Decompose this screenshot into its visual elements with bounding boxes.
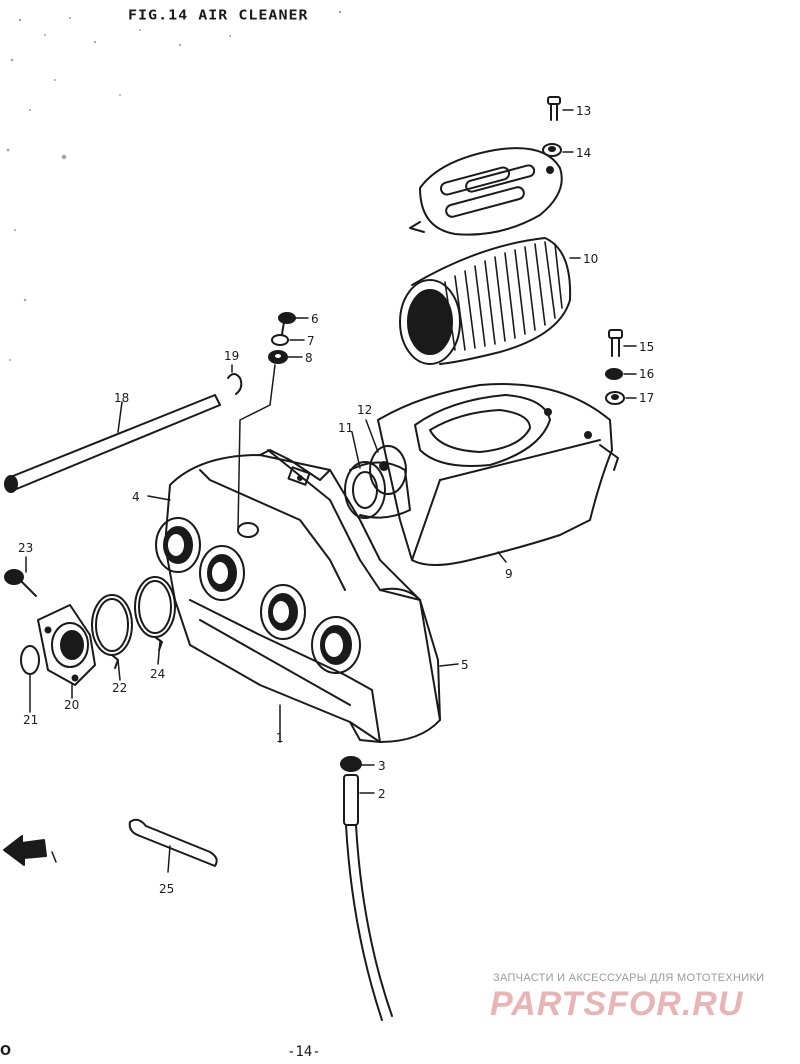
front-direction-arrow [3,835,57,866]
callout-10: 10 [583,252,598,266]
callout-7: 7 [307,334,315,348]
part-25-strap [128,818,218,873]
callout-23: 23 [18,541,33,555]
part-16-grommet [605,368,637,380]
callout-1: 1 [276,731,284,745]
carb-socket-1 [155,517,201,573]
watermark-tagline: ЗАПЧАСТИ И АКСЕССУАРЫ ДЛЯ МОТОТЕХНИКИ [493,972,765,984]
callout-9: 9 [505,567,513,581]
part-1-air-box [147,449,459,743]
callout-20: 20 [64,698,79,712]
carb-socket-2 [199,545,245,601]
callout-14: 14 [576,146,591,160]
part-10-filter-element [399,237,581,365]
figure-title: FIG.14 AIR CLEANER [128,6,309,24]
filter-cover-plate [409,147,563,236]
callout-8: 8 [305,351,313,365]
callout-4: 4 [132,490,140,504]
callout-5: 5 [461,658,469,672]
callout-19: 19 [224,349,239,363]
part-18-tube [4,394,221,493]
callout-21: 21 [23,713,38,727]
part-17-washer [605,391,637,405]
part-8-grommet [268,350,303,364]
part-20-adapter [37,604,96,699]
part-6-screw [278,312,309,335]
part-7-washer [271,334,305,346]
callout-6: 6 [311,312,319,326]
part-23-screw [4,556,37,597]
part-19-clip [227,364,243,395]
carb-socket-3 [260,584,306,640]
part-2-drain-hose [343,774,393,1021]
corner-mark: O [0,1044,12,1059]
callout-16: 16 [639,367,654,381]
callout-labels: 1 2 3 4 5 6 7 8 9 10 11 12 13 14 15 16 1… [18,104,654,896]
scan-noise [6,10,342,361]
callout-25: 25 [159,882,174,896]
callout-17: 17 [639,391,654,405]
part-3-cap [340,756,375,772]
part-13-bolt [547,96,574,121]
part-21-o-ring [20,645,40,713]
carb-socket-4 [311,616,361,674]
callout-3: 3 [378,759,386,773]
callout-2: 2 [378,787,386,801]
page-number: -14- [287,1044,321,1060]
part-22-clamp [91,594,133,681]
callout-11: 11 [338,421,353,435]
part-11-joint [344,431,411,519]
assembly-leader-6-8 [237,364,276,531]
watermark-logo: PARTSFOR.RU [490,985,744,1023]
part-15-bolt [608,329,637,357]
part-24-clamp [134,576,176,665]
part-12-clamp [365,419,407,495]
callout-18: 18 [114,391,129,405]
callout-22: 22 [112,681,127,695]
callout-24: 24 [150,667,165,681]
callout-15: 15 [639,340,654,354]
part-9-cleaner-case [377,383,619,566]
callout-13: 13 [576,104,591,118]
callout-12: 12 [357,403,372,417]
part-14-washer [542,143,574,157]
